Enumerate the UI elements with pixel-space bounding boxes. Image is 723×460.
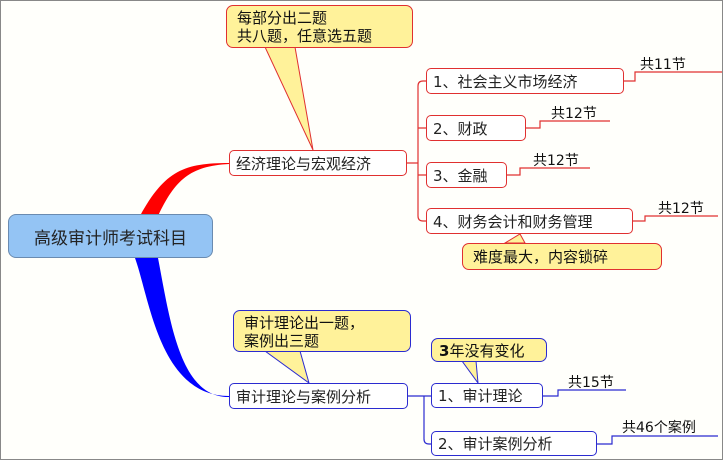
root-node[interactable]: 高级审计师考试科目 xyxy=(8,214,213,258)
count-label: 共12节 xyxy=(533,153,579,169)
callout-tail xyxy=(264,46,314,151)
blue-bracket xyxy=(408,389,718,445)
count-label: 共11节 xyxy=(640,57,686,73)
callout-difficulty: 难度最大，内容锁碎 xyxy=(462,243,662,270)
callout-tail xyxy=(461,360,479,385)
count-label: 共46个案例 xyxy=(622,420,696,436)
topic-node[interactable]: 2、审计案例分析 xyxy=(431,431,597,456)
topic-node[interactable]: 4、财务会计和财务管理 xyxy=(426,208,633,234)
count-label: 共12节 xyxy=(551,106,597,122)
topic-node[interactable]: 3、金融 xyxy=(426,162,507,188)
topic-node[interactable]: 1、社会主义市场经济 xyxy=(426,68,624,94)
callout-line: 案例出三题 xyxy=(244,332,320,350)
topic-node[interactable]: 2、财政 xyxy=(426,115,526,141)
callout-tail xyxy=(503,233,526,244)
count-label: 共15节 xyxy=(568,375,614,391)
red-bracket xyxy=(407,71,722,222)
topic-node[interactable]: 1、审计理论 xyxy=(431,383,543,408)
branch-node-audit[interactable]: 审计理论与案例分析 xyxy=(229,383,408,409)
callout-line: 共八题，任意选五题 xyxy=(237,27,373,45)
branch-curve-blue xyxy=(135,258,229,398)
callout-note-audit: 审计理论出一题， 案例出三题 xyxy=(233,310,411,352)
branch-node-economics[interactable]: 经济理论与宏观经济 xyxy=(229,150,407,176)
callout-no-change: 3年没有变化 xyxy=(431,338,547,362)
callout-tail xyxy=(263,350,310,385)
callout-line: 每部分出二题 xyxy=(237,9,328,27)
callout-note-economics: 每部分出二题 共八题，任意选五题 xyxy=(226,5,413,48)
branch-curve-red xyxy=(140,163,229,216)
callout-number: 3 xyxy=(439,342,450,360)
callout-line: 审计理论出一题， xyxy=(244,314,365,332)
callout-text: 年没有变化 xyxy=(449,342,525,360)
count-label: 共12节 xyxy=(658,201,704,217)
